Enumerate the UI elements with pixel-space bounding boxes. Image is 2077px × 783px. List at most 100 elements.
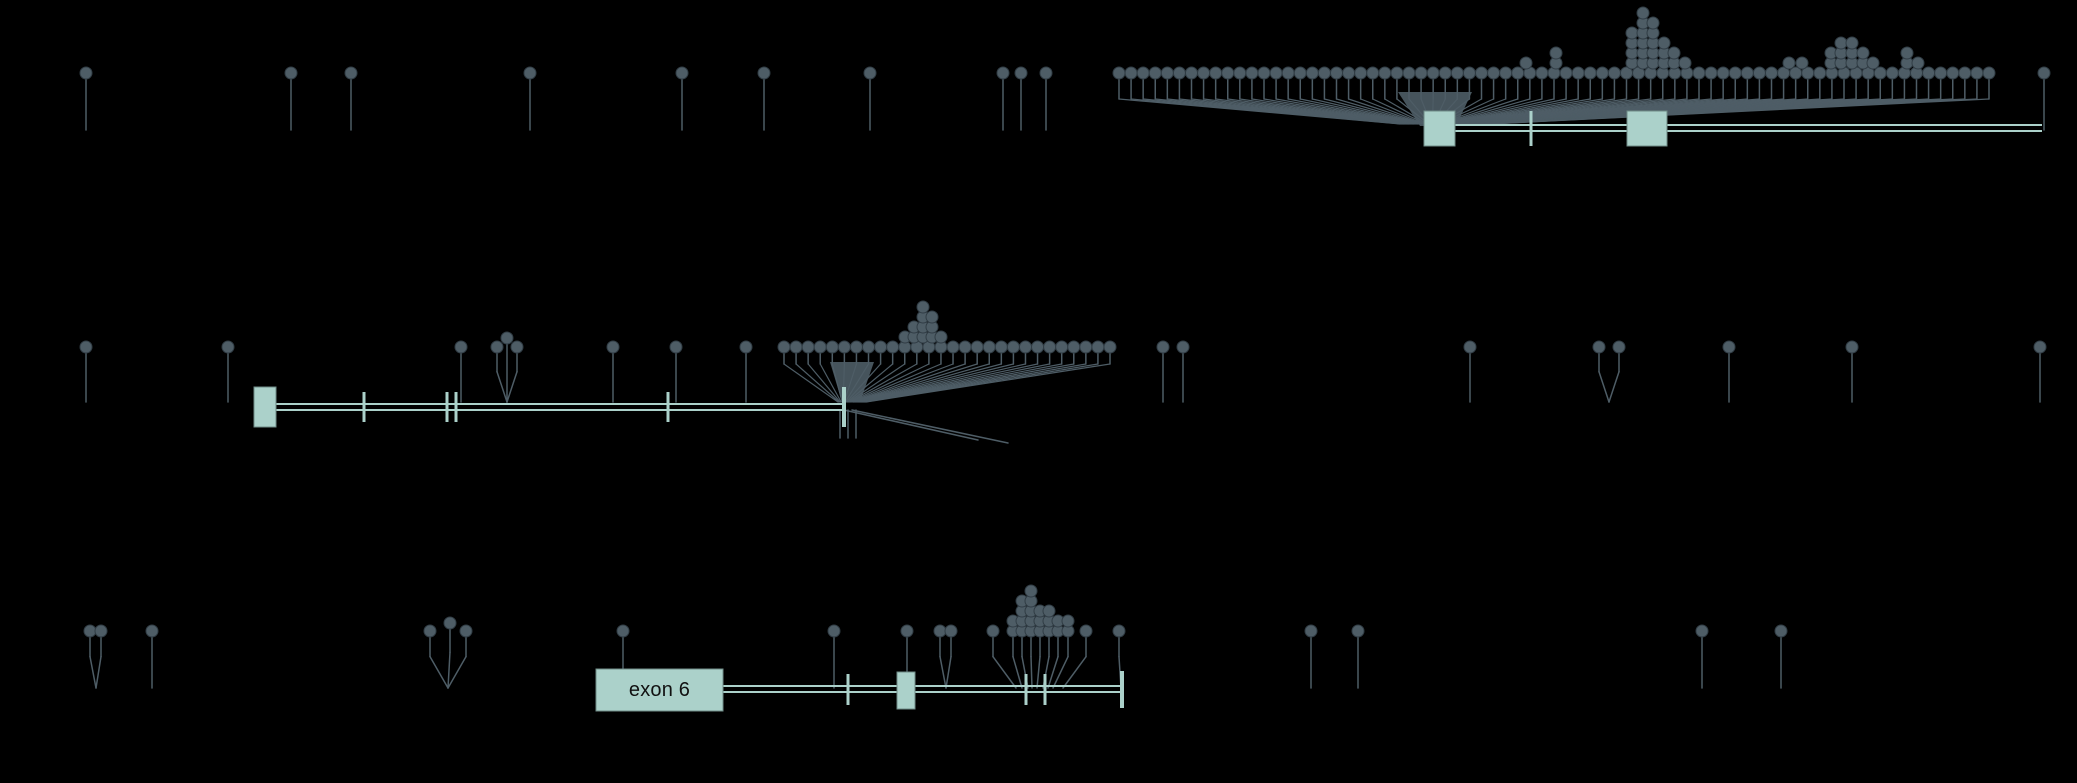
variant-connector xyxy=(1372,98,1427,125)
variant-connector xyxy=(447,655,467,689)
variant-dot xyxy=(83,624,97,638)
variant-dot xyxy=(1595,66,1609,80)
variant-dot xyxy=(1438,66,1452,80)
variant-dot xyxy=(1176,340,1190,354)
variant-dot xyxy=(944,624,958,638)
variant-dot xyxy=(1612,340,1626,354)
variant-connector xyxy=(1335,98,1424,125)
variant-connector xyxy=(845,363,882,403)
variant-dot xyxy=(1636,6,1650,20)
variant-connector xyxy=(831,363,843,403)
exon-tick xyxy=(1043,674,1047,705)
exon-tick xyxy=(1120,671,1124,708)
variant-dot xyxy=(344,66,358,80)
variant-dot xyxy=(1221,66,1235,80)
variant-dot xyxy=(757,66,771,80)
variant-dot xyxy=(1900,46,1914,60)
variant-dot xyxy=(1160,66,1174,80)
variant-dot xyxy=(1414,66,1428,80)
variant-dot xyxy=(1873,66,1887,80)
variant-dot xyxy=(1499,66,1513,80)
variant-dot xyxy=(863,66,877,80)
variant-connector xyxy=(852,363,966,403)
variant-dot xyxy=(1043,340,1057,354)
variant-dot xyxy=(986,624,1000,638)
variant-dot xyxy=(996,66,1010,80)
variant-dot xyxy=(669,340,683,354)
variant-dot xyxy=(1136,66,1150,80)
variant-dot xyxy=(1487,66,1501,80)
variant-dot xyxy=(443,616,457,630)
variant-dot xyxy=(1782,56,1796,70)
variant-connector xyxy=(857,363,1015,403)
variant-dot xyxy=(1866,56,1880,70)
variant-dot xyxy=(789,340,803,354)
variant-dot xyxy=(1982,66,1996,80)
variant-dot xyxy=(1172,66,1186,80)
exon-tick xyxy=(846,674,850,705)
variant-dot xyxy=(1946,66,1960,80)
variant-dot xyxy=(1233,66,1247,80)
variant-dot xyxy=(1390,66,1404,80)
variant-connector xyxy=(939,655,947,689)
variant-dot xyxy=(1462,66,1476,80)
variant-dot xyxy=(1351,624,1365,638)
variant-dot xyxy=(1795,56,1809,70)
variant-dot xyxy=(1667,46,1681,60)
variant-connector xyxy=(1360,98,1426,125)
variant-dot xyxy=(510,340,524,354)
variant-dot xyxy=(1475,66,1488,80)
variant-dot xyxy=(145,624,159,638)
variant-connector xyxy=(819,363,842,403)
variant-connector xyxy=(858,363,1027,403)
variant-dot xyxy=(1197,66,1211,80)
variant-dot xyxy=(886,340,900,354)
variant-dot xyxy=(1293,66,1307,80)
variant-connector xyxy=(1047,655,1059,689)
variant-dot xyxy=(284,66,298,80)
variant-dot xyxy=(616,624,630,638)
exon-tick xyxy=(1529,111,1533,146)
variant-dot xyxy=(1378,66,1392,80)
variant-connector xyxy=(843,363,858,403)
variant-dot xyxy=(1342,66,1356,80)
variant-connector xyxy=(783,363,839,403)
variant-connector xyxy=(429,655,449,689)
variant-dot xyxy=(1450,66,1464,80)
variant-dot xyxy=(862,340,876,354)
variant-dot xyxy=(1695,624,1709,638)
variant-connector xyxy=(844,363,870,403)
variant-dot xyxy=(1519,56,1533,70)
variant-connector xyxy=(992,655,1017,689)
variant-connector xyxy=(851,363,954,403)
variant-dot xyxy=(1722,340,1736,354)
variant-dot xyxy=(1024,584,1038,598)
variant-dot xyxy=(1592,340,1606,354)
variant-dot xyxy=(1317,66,1331,80)
variant-connector xyxy=(506,371,518,403)
variant-connector xyxy=(1608,371,1620,403)
variant-dot xyxy=(606,340,620,354)
exon-tick xyxy=(362,392,366,422)
variant-connector xyxy=(89,655,97,689)
variant-dot xyxy=(1305,66,1319,80)
variant-dot xyxy=(1535,66,1549,80)
variant-dot xyxy=(1006,340,1020,354)
variant-dot xyxy=(1958,66,1972,80)
variant-dot xyxy=(1692,66,1706,80)
variant-connector xyxy=(945,655,952,689)
variant-connector xyxy=(865,363,1111,403)
variant-dot xyxy=(933,624,947,638)
variant-dot xyxy=(1039,66,1053,80)
variant-dot xyxy=(958,340,972,354)
exon-tick xyxy=(842,387,846,427)
variant-dot xyxy=(500,331,514,345)
variant-connector xyxy=(1489,98,1990,125)
variant-dot xyxy=(1922,66,1936,80)
variant-dot xyxy=(1511,66,1525,80)
variant-dot xyxy=(94,624,108,638)
variant-dot xyxy=(675,66,689,80)
variant-dot xyxy=(1061,614,1075,628)
variant-dot xyxy=(1014,66,1028,80)
variant-dot xyxy=(925,310,939,324)
